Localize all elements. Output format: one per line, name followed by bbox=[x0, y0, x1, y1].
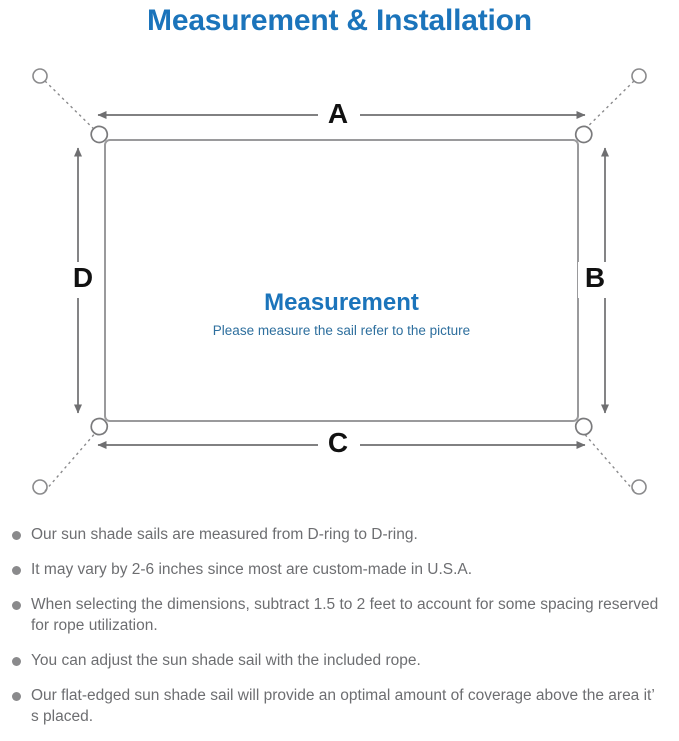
anchor-points bbox=[32, 68, 647, 495]
list-item: Our sun shade sails are measured from D-… bbox=[0, 524, 679, 545]
anchor-point-bottom-right bbox=[631, 479, 647, 495]
sail-outline bbox=[104, 139, 579, 422]
page-title: Measurement & Installation bbox=[147, 4, 532, 37]
rope-lines bbox=[44, 80, 635, 492]
note-text: Our sun shade sails are measured from D-… bbox=[31, 526, 418, 543]
dimension-label-b: B bbox=[578, 262, 612, 298]
list-item: It may vary by 2-6 inches since most are… bbox=[0, 559, 679, 580]
bullet-icon bbox=[12, 566, 21, 575]
note-text: You can adjust the sun shade sail with t… bbox=[31, 652, 421, 669]
notes-list: Our sun shade sails are measured from D-… bbox=[0, 524, 679, 741]
dimension-label-c: C bbox=[318, 427, 358, 461]
dimension-label-d: D bbox=[66, 262, 100, 298]
bullet-icon bbox=[12, 601, 21, 610]
anchor-point-top-right bbox=[631, 68, 647, 84]
diagram-svg bbox=[32, 68, 647, 495]
bullet-icon bbox=[12, 657, 21, 666]
d-ring-top-right bbox=[574, 125, 593, 144]
rope-line-top-left bbox=[44, 80, 105, 140]
bullet-icon bbox=[12, 531, 21, 540]
d-ring-bottom-left bbox=[90, 417, 109, 436]
bullet-icon bbox=[12, 692, 21, 701]
list-item: When selecting the dimensions, subtract … bbox=[0, 594, 679, 636]
note-text: Our flat-edged sun shade sail will provi… bbox=[31, 687, 655, 725]
d-ring-top-left bbox=[90, 125, 109, 144]
d-ring-bottom-right bbox=[574, 417, 593, 436]
d-rings bbox=[90, 125, 593, 436]
list-item: You can adjust the sun shade sail with t… bbox=[0, 650, 679, 671]
rope-line-top-right bbox=[574, 80, 635, 140]
anchor-point-top-left bbox=[32, 68, 48, 84]
note-text: When selecting the dimensions, subtract … bbox=[31, 596, 659, 634]
list-item: Our flat-edged sun shade sail will provi… bbox=[0, 685, 679, 727]
note-text: It may vary by 2-6 inches since most are… bbox=[31, 561, 473, 578]
anchor-point-bottom-left bbox=[32, 479, 48, 495]
dimension-arrows bbox=[74, 111, 609, 449]
dimension-label-a: A bbox=[318, 98, 358, 132]
